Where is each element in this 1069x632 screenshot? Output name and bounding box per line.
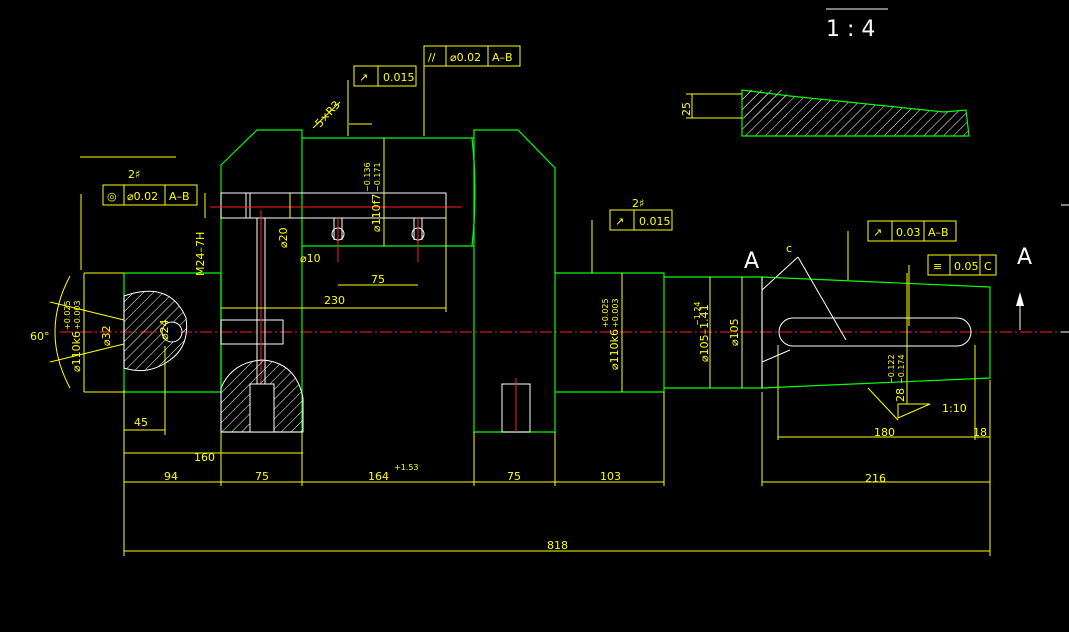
dim-d110k6-mid: ⌀110k6 bbox=[608, 329, 621, 370]
dim-keyway-lower: −0.174 bbox=[897, 354, 906, 384]
dim-d110k6-left-upper: +0.025 bbox=[63, 300, 72, 330]
svg-text://: // bbox=[428, 51, 436, 64]
dim-216: 216 bbox=[865, 472, 886, 485]
dim-angle: 60° bbox=[30, 330, 50, 343]
dim-164: 164 bbox=[368, 470, 389, 483]
dim-d110f7-lower: −0.171 bbox=[373, 162, 382, 192]
svg-text:A–B: A–B bbox=[492, 51, 513, 64]
scale-text: 1 : 4 bbox=[826, 17, 875, 42]
dim-180: 180 bbox=[874, 426, 895, 439]
dim-thread: M24–7H bbox=[194, 232, 207, 276]
roughness-left: 2♯ bbox=[128, 168, 140, 181]
svg-text:↗: ↗ bbox=[873, 226, 882, 239]
svg-text:0.05: 0.05 bbox=[954, 260, 979, 273]
keyway-slot bbox=[761, 277, 972, 388]
svg-text:C: C bbox=[984, 260, 992, 273]
svg-text:0.015: 0.015 bbox=[383, 71, 415, 84]
svg-text:A–B: A–B bbox=[169, 190, 190, 203]
dim-75-inner: 75 bbox=[371, 273, 385, 286]
svg-text:↗: ↗ bbox=[359, 71, 368, 84]
dim-d110k6-mid-upper: +0.025 bbox=[601, 298, 610, 328]
svg-text:⌀0.02: ⌀0.02 bbox=[127, 190, 158, 203]
svg-text:⌀0.02: ⌀0.02 bbox=[450, 51, 481, 64]
dim-d105: ⌀105 bbox=[728, 318, 741, 346]
tolerance-frame-runout-taper: ↗ 0.03 A–B bbox=[867, 220, 957, 242]
section-mark-left: A bbox=[744, 249, 759, 274]
dim-75b: 75 bbox=[507, 470, 521, 483]
dim-d105-tol: ⌀105–1.41 bbox=[698, 304, 711, 362]
svg-text:≡: ≡ bbox=[933, 260, 942, 273]
dim-18: 18 bbox=[973, 426, 987, 439]
dimension-lines bbox=[49, 56, 1069, 556]
svg-text:0.03: 0.03 bbox=[896, 226, 921, 239]
dim-d10: ⌀10 bbox=[300, 252, 321, 265]
dim-c: c bbox=[786, 242, 792, 255]
roughness-mid: 2♯ bbox=[632, 197, 644, 210]
dim-d110k6-left-lower: +0.003 bbox=[73, 300, 82, 330]
dim-taper: 1:10 bbox=[942, 402, 967, 415]
svg-text:↗: ↗ bbox=[615, 215, 624, 228]
svg-text:A–B: A–B bbox=[928, 226, 949, 239]
dim-75a: 75 bbox=[255, 470, 269, 483]
hatched-sections bbox=[123, 89, 970, 433]
dim-d110k6-mid-lower: +0.003 bbox=[611, 298, 620, 328]
dim-94: 94 bbox=[164, 470, 178, 483]
section-mark-right: A bbox=[1017, 245, 1032, 270]
dim-d110k6-left: ⌀110k6 bbox=[70, 331, 83, 372]
dim-chamfer: 5×R3 bbox=[313, 98, 343, 130]
dim-keyway-upper: −0.122 bbox=[887, 354, 896, 384]
dim-d24: ⌀24 bbox=[158, 319, 171, 340]
dim-keyway-depth: 28 bbox=[894, 388, 907, 402]
dim-230: 230 bbox=[324, 294, 345, 307]
tolerance-frame-coaxial: ◎ ⌀0.02 A–B bbox=[102, 184, 198, 206]
dim-103: 103 bbox=[600, 470, 621, 483]
dim-d20: ⌀20 bbox=[277, 227, 290, 248]
dim-818: 818 bbox=[547, 539, 568, 552]
tolerance-frame-parallel: // ⌀0.02 A–B bbox=[423, 45, 521, 67]
dim-d32: ⌀32 bbox=[100, 325, 113, 346]
tolerance-frame-runout-top: ↗ 0.015 bbox=[353, 65, 417, 87]
dim-45: 45 bbox=[134, 416, 148, 429]
svg-text:◎: ◎ bbox=[107, 190, 117, 203]
scale-label: 1 : 4 bbox=[826, 8, 888, 42]
dim-d105-tol-upper: −1.24 bbox=[693, 301, 702, 326]
dim-d110f7: ⌀110f7 bbox=[370, 194, 383, 233]
tolerance-frame-runout-mid: ↗ 0.015 bbox=[609, 209, 673, 231]
dim-164-tol: +1.53 bbox=[394, 463, 419, 472]
dim-160: 160 bbox=[194, 451, 215, 464]
tolerance-frame-symmetry: ≡ 0.05 C bbox=[927, 254, 997, 276]
dim-d110f7-upper: −0.136 bbox=[363, 162, 372, 192]
dimension-texts: 45 160 94 75 164 +1.53 75 103 216 180 18… bbox=[30, 98, 1032, 552]
dim-25: 25 bbox=[680, 102, 693, 116]
svg-text:0.015: 0.015 bbox=[639, 215, 671, 228]
